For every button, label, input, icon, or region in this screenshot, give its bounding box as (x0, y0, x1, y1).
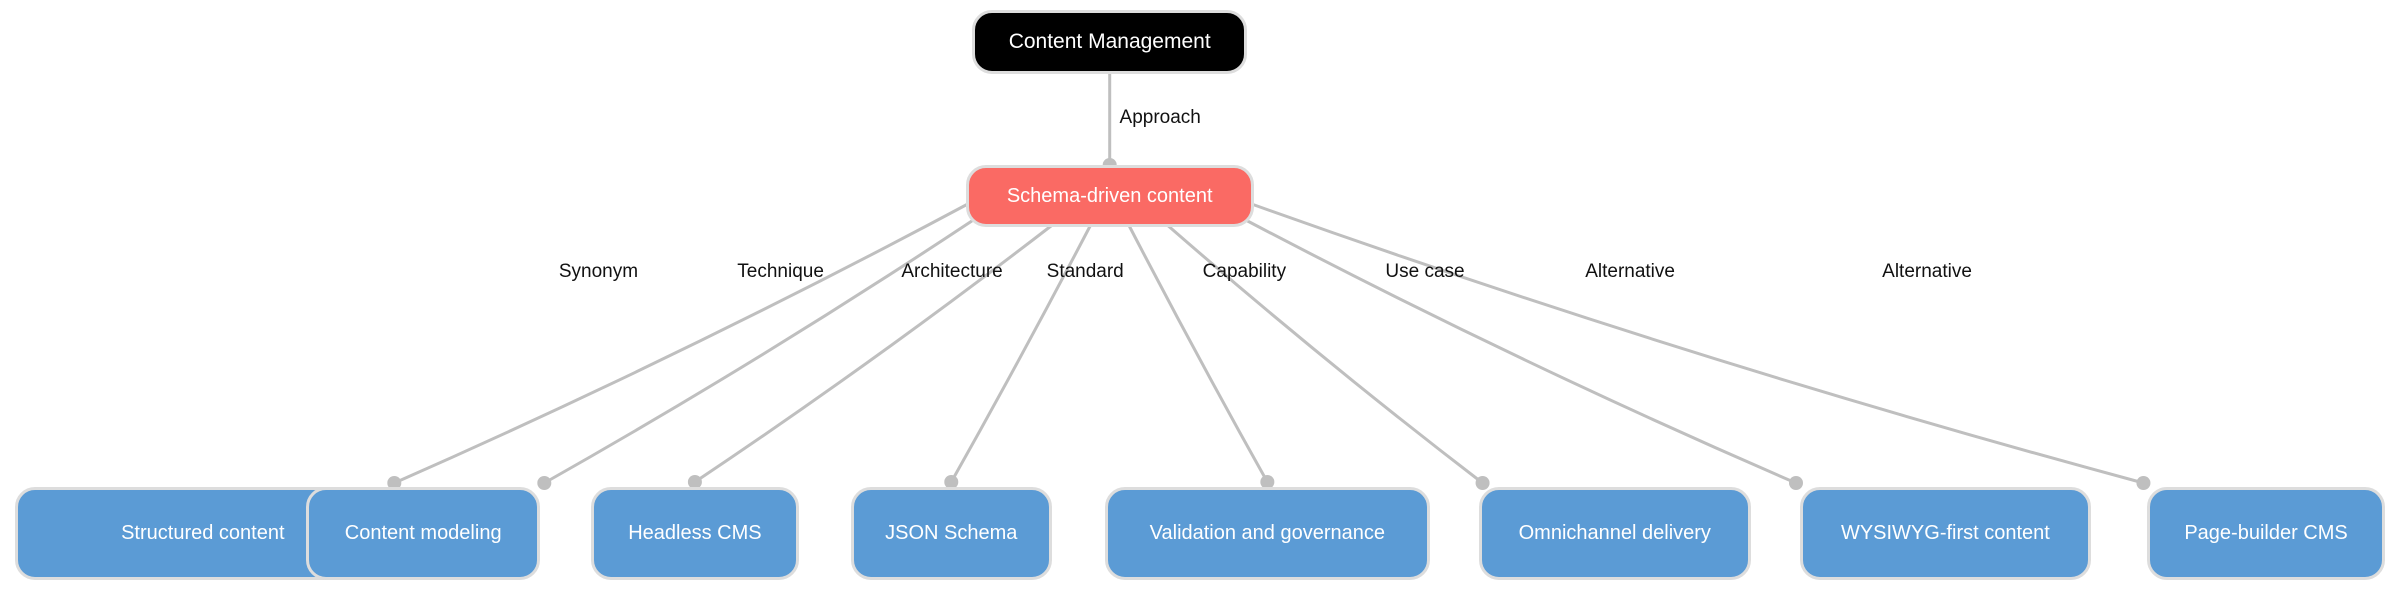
node-label: Content modeling (344, 522, 502, 544)
node-label: Omnichannel delivery (1518, 522, 1711, 544)
node-label: Schema-driven content (1006, 184, 1213, 207)
node-leaf[interactable]: JSON Schema (851, 487, 1052, 580)
node-label: Validation and governance (1149, 522, 1386, 544)
node-leaf[interactable]: Validation and governance (1105, 487, 1430, 580)
node-leaf[interactable]: Headless CMS (590, 487, 799, 580)
edge-label: Approach (1119, 107, 1201, 128)
node-schema-driven-content[interactable]: Schema-driven content (965, 165, 1254, 227)
edge-to-leaf-6 (1246, 219, 1798, 485)
edge-label: Synonym (558, 261, 639, 282)
node-label: Structured content (121, 522, 285, 544)
node-label: WYSIWYG-first content (1840, 522, 2050, 544)
edge-label: Alternative (1882, 261, 1972, 282)
edge-label: Technique (737, 261, 824, 282)
node-label: Headless CMS (628, 522, 762, 544)
edge-label: Alternative (1585, 261, 1675, 282)
node-label: Content Management (1008, 29, 1211, 53)
edge-endpoint-dot (537, 476, 552, 490)
node-leaf[interactable]: Page-builder CMS (2147, 487, 2385, 580)
edge-label: Standard (1046, 261, 1124, 282)
edge-endpoint-dot (2136, 476, 2151, 490)
node-leaf[interactable]: Omnichannel delivery (1478, 487, 1751, 580)
node-leaf[interactable]: Content modeling (306, 487, 541, 580)
edge-label: Architecture (901, 261, 1003, 282)
node-label: JSON Schema (885, 522, 1018, 544)
node-leaf[interactable]: WYSIWYG-first content (1800, 487, 2091, 580)
edge-to-leaf-7 (1250, 202, 2145, 485)
edge-label: Capability (1202, 261, 1287, 282)
edge-endpoint-dot (1789, 476, 1803, 490)
edge-endpoint-dot (1475, 476, 1490, 490)
edge-label: Use case (1385, 261, 1465, 282)
edge-to-leaf-0 (392, 202, 970, 485)
node-content-management[interactable]: Content Management (971, 10, 1248, 74)
node-label: Page-builder CMS (2184, 522, 2348, 544)
edge-endpoint-dot-group (387, 158, 2151, 490)
